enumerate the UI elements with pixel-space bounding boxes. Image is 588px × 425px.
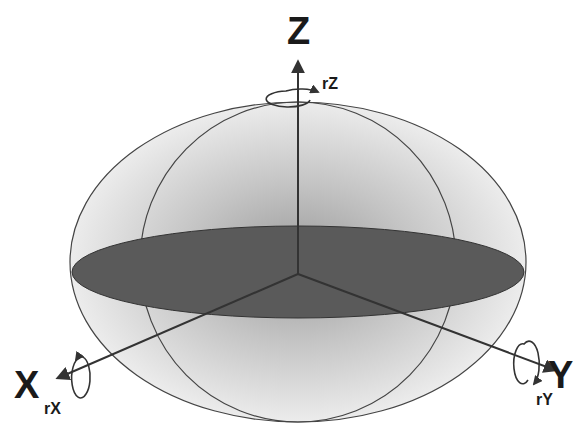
axis-label: Y bbox=[548, 356, 573, 394]
rotation-arrow bbox=[72, 357, 91, 398]
y-axis bbox=[298, 274, 555, 370]
rotation-label: rY bbox=[536, 392, 553, 408]
rotation-arrow bbox=[514, 341, 540, 384]
rotation-label: rX bbox=[44, 401, 61, 417]
axis-label: X bbox=[14, 366, 39, 404]
x-axis bbox=[58, 274, 298, 378]
axis-label: Z bbox=[287, 12, 310, 50]
rotation-label: rZ bbox=[322, 76, 338, 92]
rotation-arrow bbox=[266, 89, 318, 107]
z-axis bbox=[297, 62, 299, 274]
